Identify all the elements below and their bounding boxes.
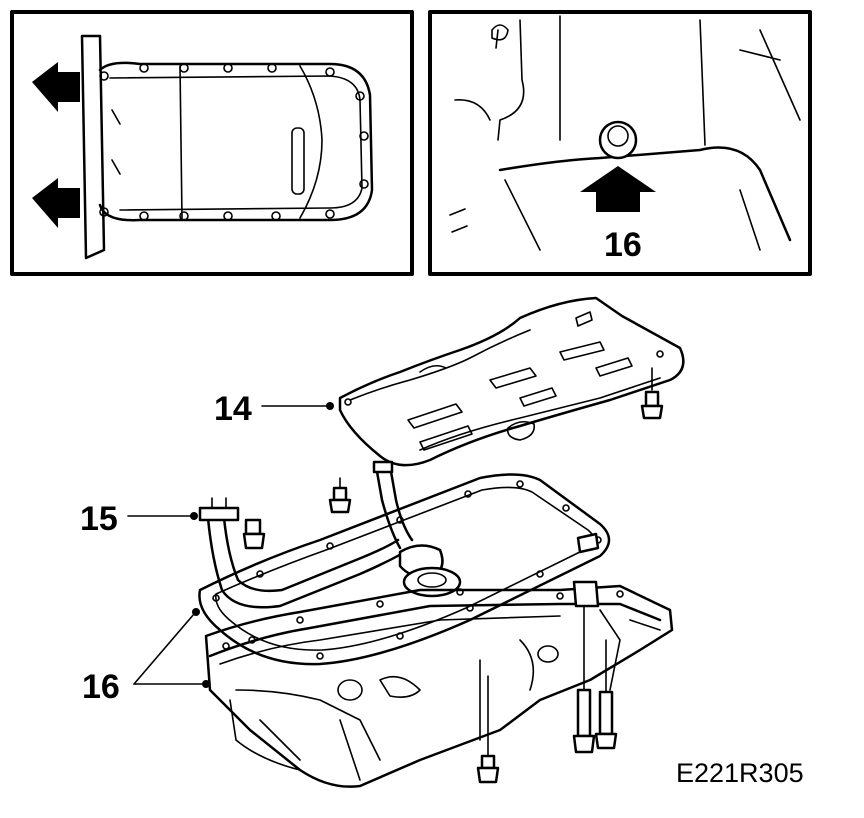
- arrow-icon: [32, 178, 80, 228]
- baffle-plate: [338, 296, 685, 467]
- callout-14-group: 14: [214, 390, 334, 428]
- bolt: [328, 477, 352, 514]
- inset-left-underside-view: [10, 10, 414, 276]
- callout-14: 14: [214, 390, 252, 428]
- oil-pan: [204, 580, 674, 788]
- arrow-up-icon: [580, 166, 656, 212]
- callout-15-group: 15: [80, 500, 198, 538]
- bolt: [242, 518, 266, 550]
- callout-16-inset: 16: [604, 226, 642, 264]
- bolt: [476, 675, 500, 784]
- inset-right-drain-plug-view: 16: [428, 10, 812, 276]
- callout-15: 15: [80, 500, 118, 538]
- bolt: [640, 367, 664, 420]
- callout-16-main: 16: [82, 668, 120, 706]
- arrow-icon: [32, 62, 80, 112]
- bolt: [594, 639, 618, 750]
- oil-pan-gasket: [198, 473, 611, 666]
- oil-pickup-pipe: [198, 460, 462, 609]
- callout-16-group: 16: [82, 608, 210, 706]
- bolt: [572, 605, 596, 754]
- figure-code: E221R305: [676, 758, 804, 788]
